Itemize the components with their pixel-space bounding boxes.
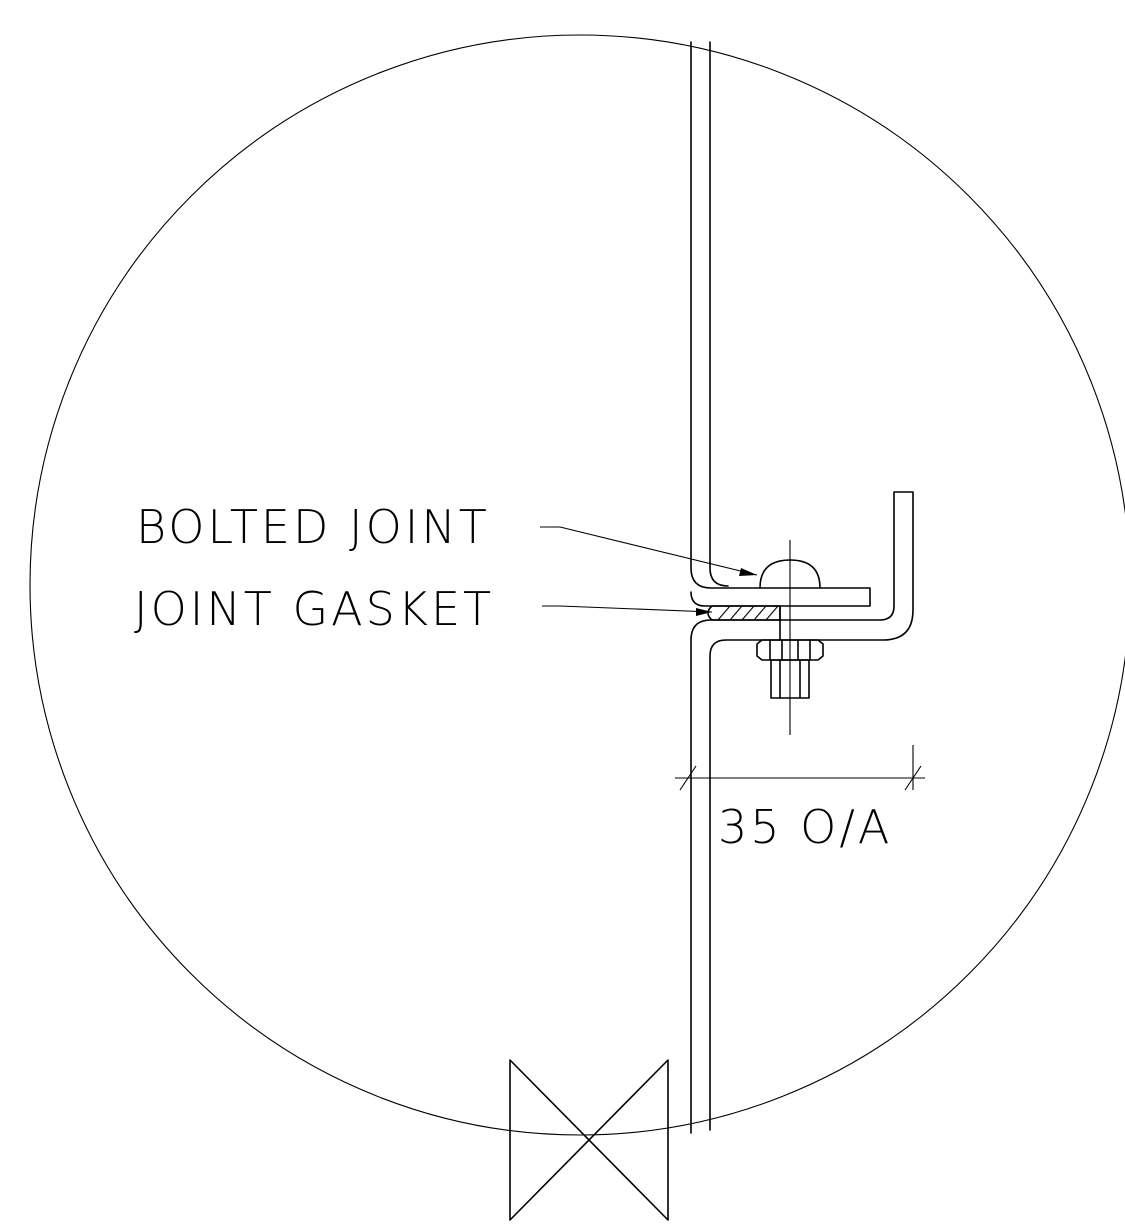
joint-gasket — [707, 605, 781, 621]
upper-panel-inner — [709, 41, 729, 587]
upper-panel-outer — [690, 41, 871, 607]
detail-circle — [29, 34, 1125, 1136]
gasket-hatching — [717, 605, 779, 621]
leader-joint-gasket — [542, 605, 713, 616]
lower-panel-outer — [690, 491, 914, 1134]
bolted-joint-label: BOLTED JOINT — [136, 500, 490, 554]
leader-bolted-joint — [540, 526, 758, 576]
dimension-35-oa — [675, 745, 925, 791]
joint-gasket-label: JOINT GASKET — [134, 582, 494, 636]
bolt-nut — [756, 639, 824, 661]
valve-symbol — [509, 1059, 669, 1221]
dimension-label: 35 O/A — [718, 800, 892, 854]
